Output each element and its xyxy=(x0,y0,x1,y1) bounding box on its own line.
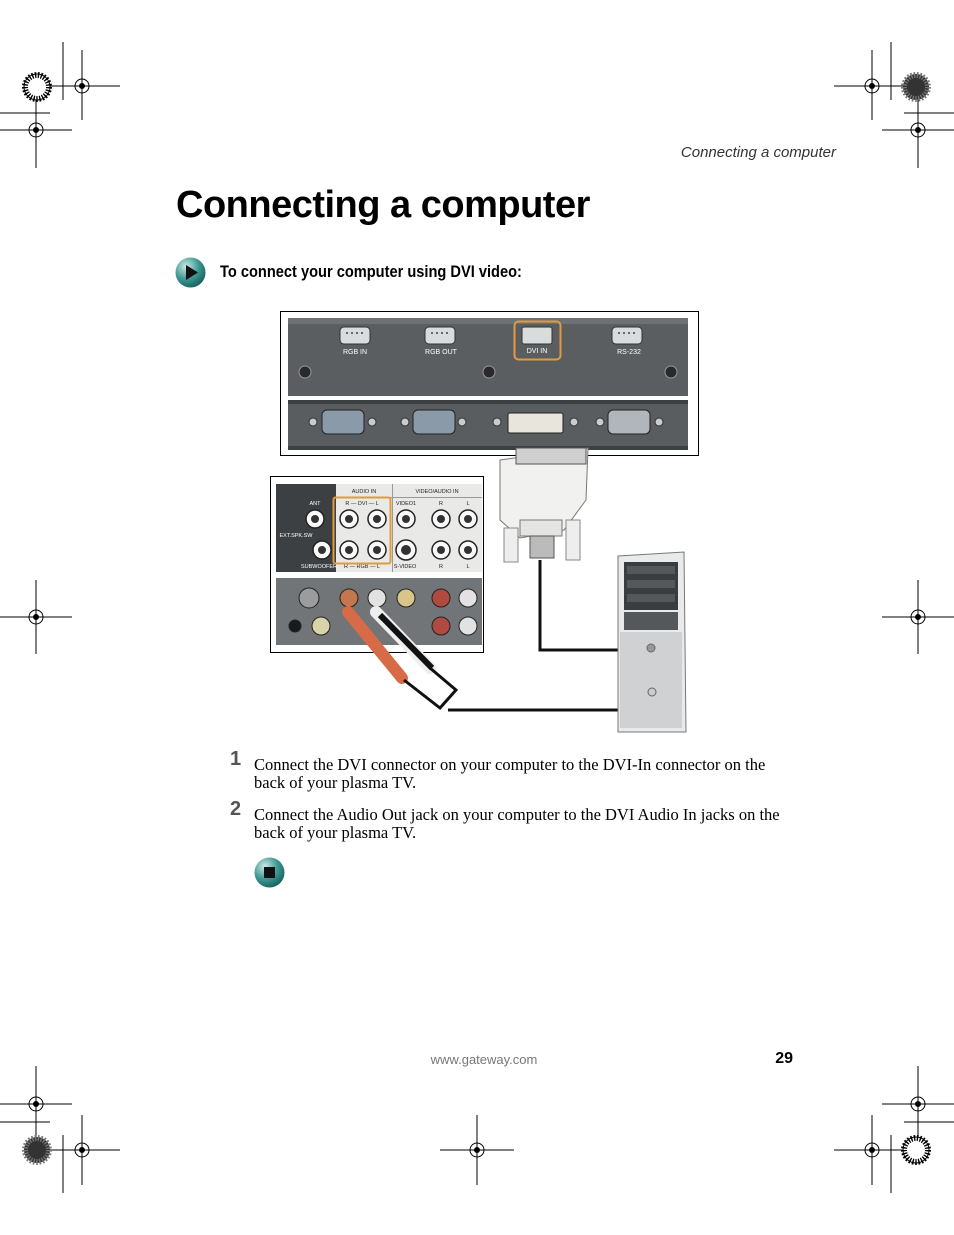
label-audio-in: AUDIO IN xyxy=(352,489,376,495)
step-1: 1 Connect the DVI connector on your comp… xyxy=(228,749,798,792)
label-r2: R xyxy=(439,564,443,570)
label-ant: ANT xyxy=(310,501,322,507)
page-number: 29 xyxy=(775,1050,793,1067)
procedure-end-icon xyxy=(254,857,285,888)
dvi-connection-diagram: RGB IN RGB OUT DVI IN RS-232 AUDIO IN VI… xyxy=(270,311,699,733)
label-l2: L xyxy=(466,564,469,570)
procedure-heading: To connect your computer using DVI video… xyxy=(220,262,522,281)
step-2-number: 2 xyxy=(230,798,242,820)
running-head: Connecting a computer xyxy=(680,144,836,161)
label-l: L xyxy=(466,501,469,507)
page-title: Connecting a computer xyxy=(176,184,590,226)
label-dvi-in: DVI IN xyxy=(527,348,548,355)
step-2-text: Connect the Audio Out jack on your compu… xyxy=(254,805,780,842)
label-ext-spk: EXT.SPK.SW xyxy=(279,533,313,539)
step-1-text: Connect the DVI connector on your comput… xyxy=(254,755,766,792)
label-video1: VIDEO1 xyxy=(396,501,416,507)
step-2: 2 Connect the Audio Out jack on your com… xyxy=(228,799,798,842)
label-rs232: RS-232 xyxy=(617,349,641,356)
label-r: R xyxy=(439,501,443,507)
label-rgb-out: RGB OUT xyxy=(425,349,458,356)
step-1-number: 1 xyxy=(230,748,242,770)
label-subwoofer: SUBWOOFER xyxy=(301,564,337,570)
step-list: 1 Connect the DVI connector on your comp… xyxy=(228,749,798,856)
label-rgb-in: RGB IN xyxy=(343,349,367,356)
label-video-audio-in: VIDEO/AUDIO IN xyxy=(415,489,458,495)
footer-url: www.gateway.com xyxy=(430,1052,538,1067)
label-rgb-audio: R — RGB — L xyxy=(344,564,380,570)
procedure-arrow-icon xyxy=(175,257,206,288)
label-svideo: S-VIDEO xyxy=(394,564,417,570)
label-dvi-audio: R — DVI — L xyxy=(345,501,378,507)
